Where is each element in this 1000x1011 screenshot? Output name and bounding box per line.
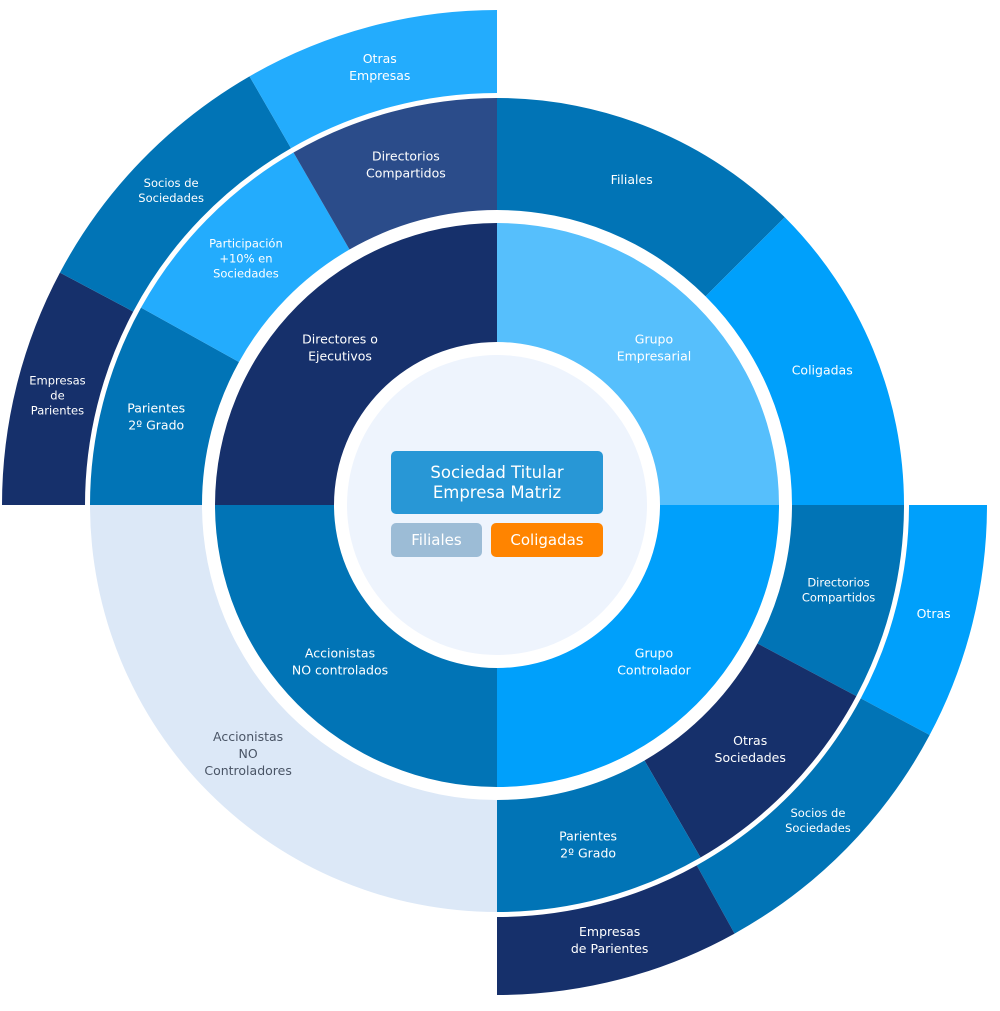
label-filiales: Filiales: [611, 172, 653, 187]
segment-directorios-compartidos: [293, 98, 497, 250]
label-line: Directorios: [372, 148, 440, 163]
label-line: Accionistas: [213, 729, 283, 744]
label-line: Directores o: [302, 332, 378, 347]
label-line: Parientes: [31, 403, 84, 417]
segment-coligadas: [705, 217, 904, 506]
legend-filiales-label: Filiales: [411, 531, 462, 549]
label-line: Filiales: [611, 172, 653, 187]
label-line: Grupo: [635, 332, 673, 347]
segment-otras: [860, 505, 987, 736]
label-coligadas: Coligadas: [792, 362, 853, 377]
center-title-line2: Empresa Matriz: [432, 482, 562, 502]
segment-participacion-10-en-sociedades: [141, 152, 350, 362]
label-line: Controladores: [204, 763, 292, 778]
label-line: Empresas: [579, 924, 640, 939]
sociedad-titular-box: Sociedad Titular Empresa Matriz: [391, 451, 603, 514]
segment-empresas-de-parientes: [497, 865, 735, 995]
segment-socios-de-sociedades: [59, 76, 291, 312]
label-line: Coligadas: [792, 362, 853, 377]
segment-parientes-2-grado: [90, 307, 239, 505]
label-line: 2º Grado: [560, 846, 616, 861]
segment-empresas-de-parientes: [2, 272, 134, 505]
label-line: Socios de: [144, 176, 199, 190]
label-line: Socios de: [791, 806, 846, 820]
label-line: Sociedades: [213, 266, 279, 280]
segment-otras-sociedades: [644, 643, 857, 858]
segment-directores-o-ejecutivos: [215, 223, 497, 505]
label-accionistas-no-controlados: Accionistas NO controlados: [292, 645, 388, 677]
label-directores-o-ejecutivos: Directores o Ejecutivos: [302, 332, 378, 364]
label-line: +10% en: [219, 251, 272, 265]
label-line: Otras: [917, 606, 951, 621]
segment-accionistas-no-controlados: [215, 505, 497, 787]
label-line: Empresas: [349, 68, 410, 83]
segment-otras-empresas: [249, 10, 497, 149]
label-line: Controlador: [617, 662, 691, 677]
label-line: Participación: [209, 236, 283, 250]
label-line: Sociedades: [138, 191, 204, 205]
label-line: Parientes: [127, 400, 185, 415]
legend-coligadas: Coligadas: [491, 523, 603, 557]
label-line: Sociedades: [785, 821, 851, 835]
label-line: Compartidos: [802, 591, 875, 605]
segment-grupo-controlador: [497, 505, 779, 787]
label-line: Directorios: [807, 576, 869, 590]
legend-coligadas-label: Coligadas: [510, 531, 584, 549]
label-line: Accionistas: [305, 645, 375, 660]
segment-directorios-compartidos: [757, 505, 904, 697]
label-line: de: [50, 388, 64, 402]
label-line: Otras: [363, 51, 397, 66]
label-parientes-2-grado: Parientes 2º Grado: [559, 829, 617, 861]
segment-parientes-2-grado: [497, 760, 701, 912]
segment-filiales: [497, 98, 785, 297]
label-line: NO: [238, 746, 257, 761]
segment-accionistas-no-controladores: [90, 505, 497, 912]
label-line: Grupo: [635, 645, 673, 660]
label-line: Parientes: [559, 829, 617, 844]
label-line: Compartidos: [366, 165, 446, 180]
legend-filiales: Filiales: [391, 523, 482, 557]
label-empresas-de-parientes: Empresas de Parientes: [571, 924, 649, 956]
label-line: Ejecutivos: [308, 349, 372, 364]
label-line: 2º Grado: [128, 417, 184, 432]
label-line: Empresarial: [617, 349, 691, 364]
label-line: Empresas: [29, 373, 85, 387]
label-line: Sociedades: [715, 750, 786, 765]
center-title-line1: Sociedad Titular: [430, 462, 564, 482]
label-otras: Otras: [917, 606, 951, 621]
segment-grupo-empresarial: [497, 223, 779, 505]
label-parientes-2-grado: Parientes 2º Grado: [127, 400, 185, 432]
label-line: de Parientes: [571, 941, 649, 956]
segment-socios-de-sociedades: [696, 698, 930, 934]
label-line: NO controlados: [292, 662, 388, 677]
label-line: Otras: [733, 733, 767, 748]
